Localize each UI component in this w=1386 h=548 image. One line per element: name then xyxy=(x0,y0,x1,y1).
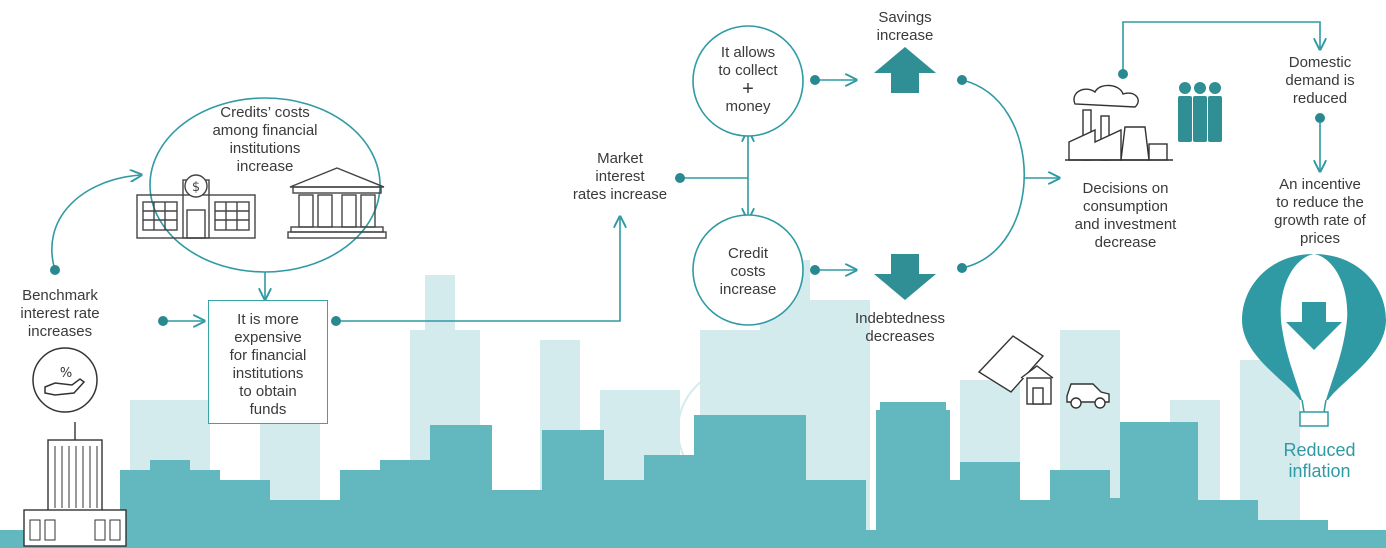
decisions-line-4: decrease xyxy=(1094,234,1157,251)
more-expensive-line-3: for financial xyxy=(229,347,307,364)
indebtedness-line-2: decreases xyxy=(865,328,935,345)
domestic-line-2: demand is xyxy=(1285,72,1355,89)
decisions-line-2: consumption xyxy=(1082,198,1169,215)
more-expensive-line-1: It is more xyxy=(237,311,299,328)
allows-collect-line-4: money xyxy=(725,98,771,115)
reduced-inflation-label: Reduced inflation xyxy=(1262,440,1377,482)
incentive-line-3: growth rate of xyxy=(1274,212,1366,229)
credit-costs-line-3: increase xyxy=(719,281,777,298)
savings-line-2: increase xyxy=(876,27,934,44)
decisions-line-1: Decisions on xyxy=(1082,180,1169,197)
domestic-line-1: Domestic xyxy=(1288,54,1352,71)
decisions-label: Decisions on consumption and investment … xyxy=(1058,180,1193,252)
factory-icon xyxy=(1065,84,1173,161)
domestic-line-3: reduced xyxy=(1292,90,1348,107)
credits-costs-line-1: Credits’ costs xyxy=(220,104,310,121)
percent-hand-icon: % xyxy=(32,347,98,413)
incentive-line-1: An incentive xyxy=(1279,176,1361,193)
market-rates-line-1: Market xyxy=(597,150,643,167)
office-tower-icon xyxy=(23,422,127,547)
decisions-line-3: and investment xyxy=(1074,216,1177,233)
credits-costs-line-2: among financial xyxy=(212,122,318,139)
classical-bank-icon xyxy=(287,167,387,239)
allows-collect-line-2: to collect xyxy=(718,62,778,79)
incentive-line-2: to reduce the xyxy=(1276,194,1364,211)
credits-costs-line-3: institutions xyxy=(229,140,301,157)
benchmark-line-3: increases xyxy=(27,323,93,340)
arrow-down-icon xyxy=(874,254,936,300)
plus-sign: + xyxy=(742,78,754,100)
credit-costs-label: Credit costs increase xyxy=(698,245,798,299)
savings-line-1: Savings xyxy=(878,9,932,26)
credit-costs-line-2: costs xyxy=(730,263,766,280)
incentive-label: An incentive to reduce the growth rate o… xyxy=(1255,176,1385,248)
benchmark-line-2: interest rate xyxy=(20,305,100,322)
market-rates-line-3: rates increase xyxy=(572,186,668,203)
allows-collect-label: It allows to collect + money xyxy=(698,44,798,116)
more-expensive-line-4: institutions xyxy=(232,365,304,382)
market-rates-label: Market interest rates increase xyxy=(555,150,685,204)
svg-text:%: % xyxy=(60,366,72,381)
credits-costs-line-4: increase xyxy=(236,158,294,175)
more-expensive-box xyxy=(208,300,328,424)
reduced-inflation-line-1: Reduced xyxy=(1283,440,1356,460)
indebtedness-line-1: Indebtedness xyxy=(854,310,946,327)
market-rates-line-2: interest xyxy=(595,168,645,185)
more-expensive-line-6: funds xyxy=(249,401,287,418)
indebtedness-label: Indebtedness decreases xyxy=(830,310,970,346)
reduced-inflation-line-2: inflation xyxy=(1288,461,1351,481)
people-icon xyxy=(1178,82,1222,142)
ticket-house-car-icon xyxy=(977,335,1110,409)
incentive-line-4: prices xyxy=(1299,230,1340,247)
benchmark-line-1: Benchmark xyxy=(22,287,98,304)
credits-costs-label: Credits’ costs among financial instituti… xyxy=(185,104,345,176)
more-expensive-line-5: to obtain xyxy=(239,383,297,400)
more-expensive-line-2: expensive xyxy=(234,329,302,346)
allows-collect-line-1: It allows xyxy=(720,44,776,61)
benchmark-label: Benchmark interest rate increases xyxy=(0,287,120,341)
arrow-up-icon xyxy=(874,47,936,93)
svg-text:$: $ xyxy=(192,180,200,195)
credit-costs-line-1: Credit xyxy=(727,245,768,262)
more-expensive-label: It is more expensive for financial insti… xyxy=(203,311,333,419)
balloon-icon xyxy=(1242,254,1386,427)
domestic-label: Domestic demand is reduced xyxy=(1265,54,1375,108)
savings-label: Savings increase xyxy=(845,9,965,45)
bank-building-icon: $ xyxy=(136,174,256,239)
